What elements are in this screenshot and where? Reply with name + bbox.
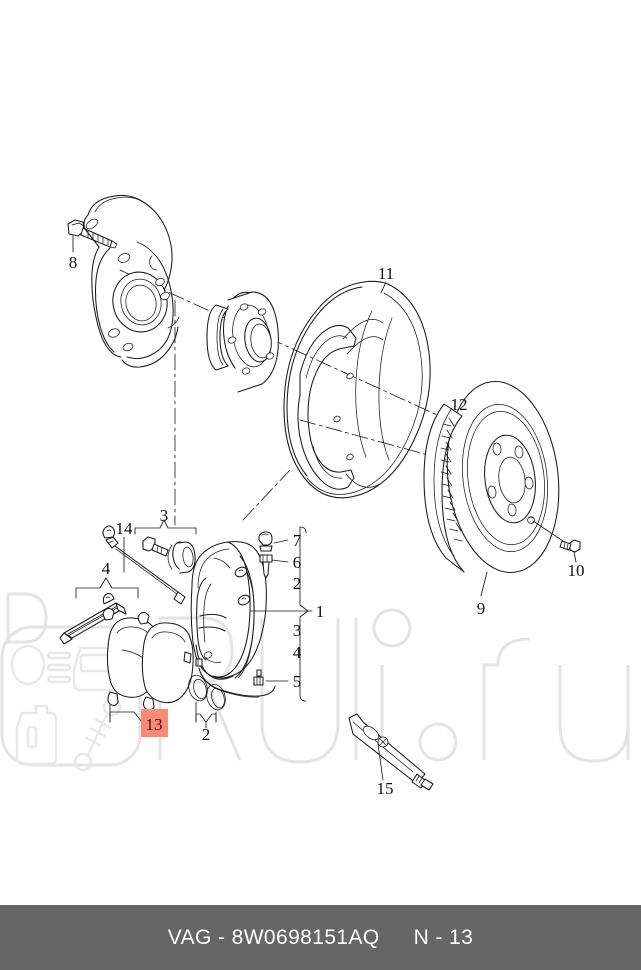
- callout-numbers: 1 2 2 3 3 4 4 5 6 7 8 9 10 11 12 14 15: [69, 253, 585, 798]
- brake-pad-inner-part: [109, 611, 194, 723]
- steering-knuckle-part: [83, 194, 180, 368]
- auto-parts-logo-icon: [0, 625, 142, 772]
- callout-7: 7: [293, 531, 302, 550]
- bleeder-cap-part: [258, 531, 289, 552]
- splash-shield-part: [283, 280, 431, 499]
- callout-1: 1: [316, 602, 325, 621]
- diagram-canvas: .ln { fill:none; stroke:#1a1a1a; stroke-…: [0, 194, 630, 798]
- section-code-label: N - 13: [413, 925, 474, 949]
- callout-9: 9: [477, 599, 486, 618]
- callout-2a: 2: [293, 574, 302, 593]
- highlighted-callout-13[interactable]: 13: [141, 709, 168, 737]
- callout-11: 11: [378, 264, 394, 283]
- disc-cooling-vanes: [440, 417, 463, 542]
- callout-4a: 4: [102, 559, 111, 578]
- callout-4b: 4: [293, 643, 302, 662]
- callout-8: 8: [69, 253, 78, 272]
- brake-disc-part: [423, 380, 560, 597]
- disc-retaining-screw-part: [532, 520, 581, 563]
- wheel-hub-bearing-part: [206, 291, 279, 393]
- brake-hose-part: [195, 658, 289, 698]
- callout-12: 12: [451, 395, 468, 414]
- highlight-number: 13: [146, 715, 163, 734]
- callout-10: 10: [568, 561, 585, 580]
- footer-bar: VAG - 8W0698151AQ N - 13: [0, 905, 641, 970]
- callout-15: 15: [377, 779, 394, 798]
- callout-3b: 3: [293, 621, 302, 640]
- callout-5: 5: [293, 672, 302, 691]
- callout-2b: 2: [202, 725, 211, 744]
- bleeder-screw-part: [259, 554, 289, 579]
- knuckle-bolt-part: [67, 219, 118, 253]
- part-number-label: VAG - 8W0698151AQ: [167, 925, 380, 949]
- callout-14: 14: [116, 519, 134, 538]
- guide-bush-part: [167, 541, 196, 574]
- assembly-paste-tube-part: [348, 713, 434, 791]
- guide-pin-bolt-part: [142, 536, 169, 557]
- pad-wear-sensor-part: [102, 525, 186, 605]
- callout-3a: 3: [160, 506, 169, 525]
- callout-6: 6: [293, 553, 302, 572]
- exploded-diagram: .ln { fill:none; stroke:#1a1a1a; stroke-…: [0, 194, 630, 798]
